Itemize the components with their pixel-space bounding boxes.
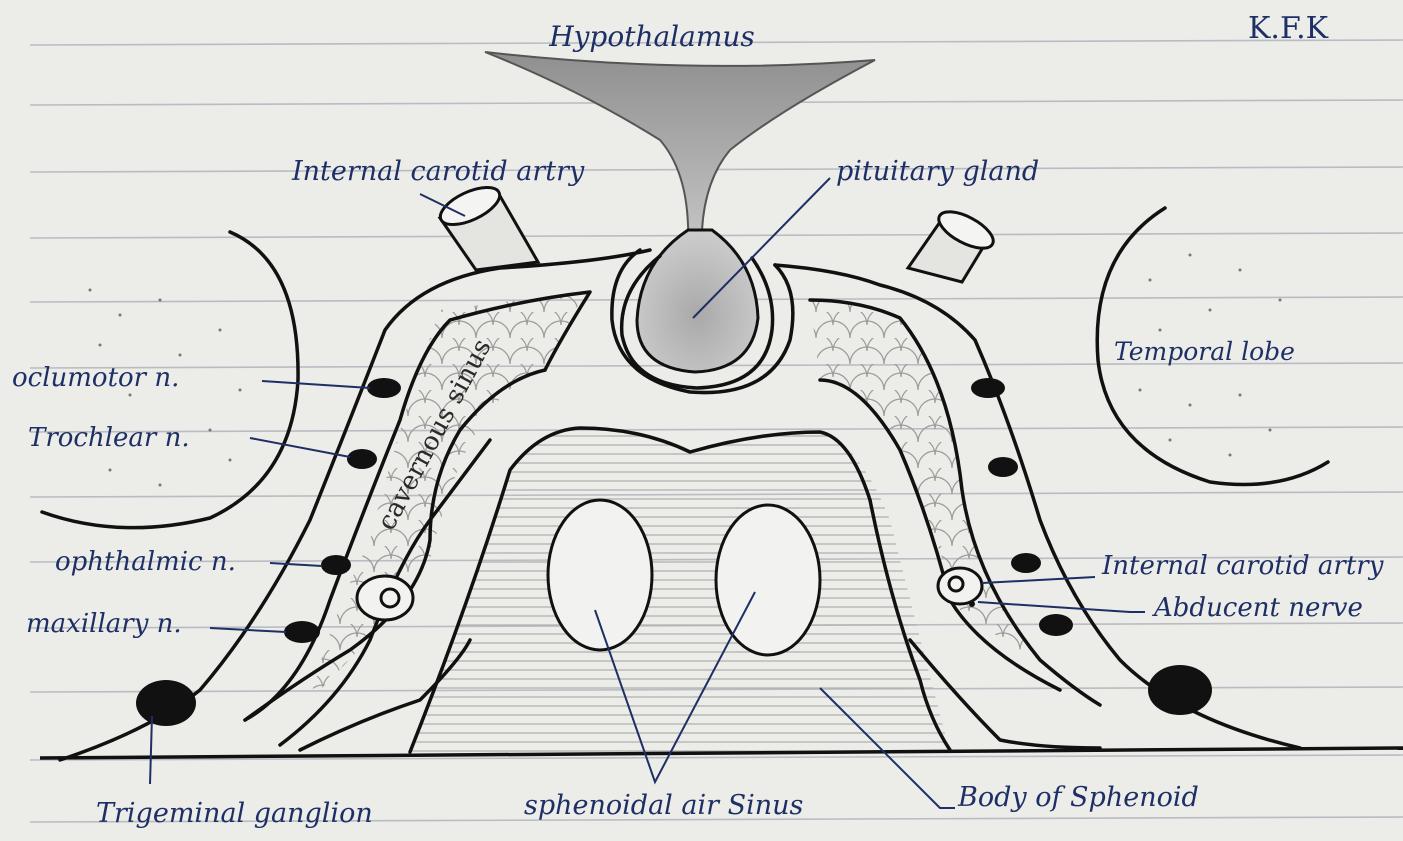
internal-carotid-tube-right <box>908 204 999 282</box>
label-sphenoidal-air-sinus: sphenoidal air Sinus <box>524 790 803 821</box>
label-body-of-sphenoid: Body of Sphenoid <box>957 782 1199 813</box>
label-hypothalamus: Hypothalamus <box>548 20 755 53</box>
label-oculomotor: oclumotor n. <box>12 363 179 393</box>
label-trigeminal-ganglion: Trigeminal ganglion <box>96 798 373 829</box>
pituitary-gland-shape <box>622 230 773 388</box>
label-internal-carotid-left: Internal carotid artry <box>291 156 585 187</box>
label-pituitary-gland: pituitary gland <box>836 156 1039 187</box>
sphenoid-body-shape <box>410 428 950 752</box>
label-abducent-nerve: Abducent nerve <box>1152 593 1363 623</box>
sphenoidal-air-sinus-right <box>716 505 820 655</box>
label-internal-carotid-right: Internal carotid artry <box>1101 551 1384 581</box>
internal-carotid-tube-left <box>435 180 538 270</box>
carotid-in-sinus-left <box>357 576 413 620</box>
hypothalamus-shape <box>485 52 875 258</box>
label-ophthalmic: ophthalmic n. <box>55 547 236 577</box>
label-maxillary: maxillary n. <box>26 609 182 639</box>
label-initials: K.F.K <box>1248 11 1329 46</box>
label-trochlear: Trochlear n. <box>28 423 190 453</box>
sphenoidal-air-sinus-left <box>548 500 652 650</box>
label-temporal-lobe: Temporal lobe <box>1114 337 1295 366</box>
